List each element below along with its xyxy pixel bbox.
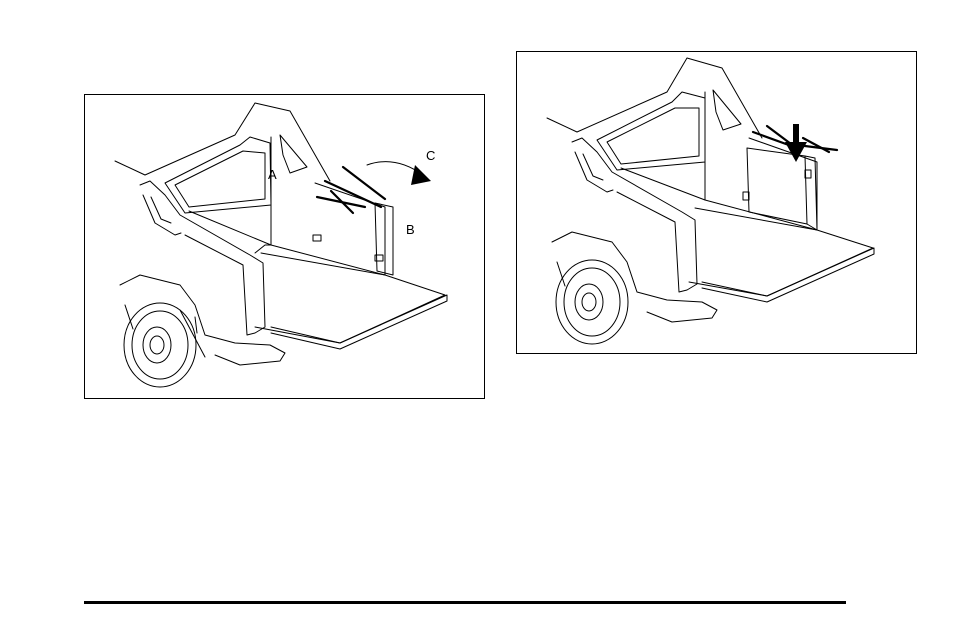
illustration-truck-bed-divider-stowed [516, 51, 917, 354]
illustration-truck-bed-divider-rotate: A B C [84, 94, 485, 399]
truck-bed-drawing [85, 95, 485, 399]
callout-a: A [268, 168, 277, 181]
callout-c: C [426, 149, 435, 162]
page-rule [84, 601, 846, 604]
truck-bed-drawing [517, 52, 917, 354]
callout-b: B [406, 223, 415, 236]
